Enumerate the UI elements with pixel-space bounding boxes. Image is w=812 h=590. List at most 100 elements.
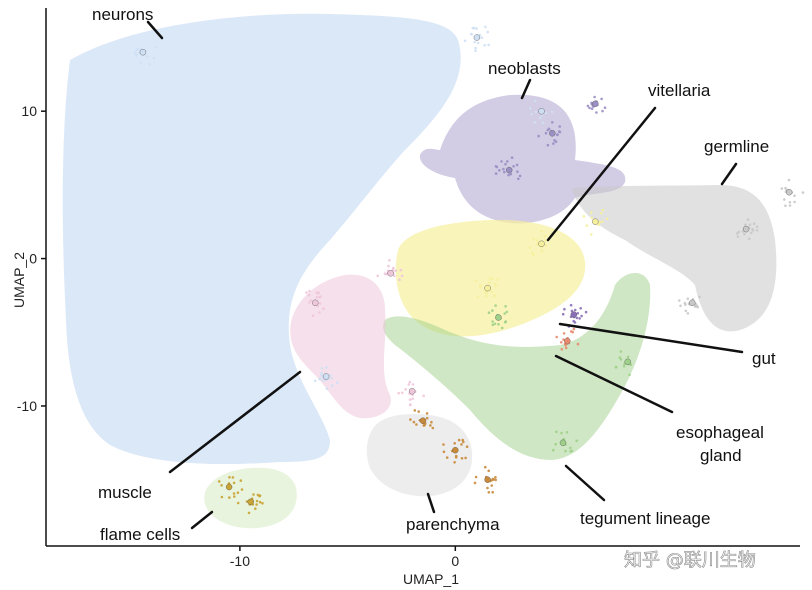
callout-lines [146,20,744,530]
cell-point-parenchyma [486,486,489,490]
cell-point-muscle [394,269,398,273]
data-point-germline [742,225,750,233]
cell-point-parenchyma [445,456,449,459]
cell-point-germline [744,223,747,226]
cell-point-neurons [330,376,333,380]
cell-point-neoblasts [546,128,550,132]
cell-point-vitellaria [543,239,547,242]
cell-point-muscle [318,295,322,299]
cell-point-parenchyma [425,416,429,420]
cell-point-vitellaria [600,220,604,223]
cell-point-germline [784,186,787,190]
cell-point-neurons [473,40,476,44]
cell-point-neurons [530,113,533,116]
cell-point-neoblasts [494,172,498,175]
data-point-gut [570,311,577,318]
cell-point-flame-cells [236,491,240,495]
cell-point-muscle [400,391,404,395]
cell-point-flame-cells [236,501,240,505]
cell-point-neurons [330,384,334,387]
cell-point-muscle [309,299,313,302]
cell-point-gut [579,307,582,310]
cell-point-flame-cells [252,493,255,496]
cell-point-flame-cells [231,476,235,479]
cell-point-germline [801,191,805,194]
cell-point-muscle [392,266,395,270]
data-point-neurons [473,34,481,41]
cell-point-neurons [486,30,490,34]
cell-point-muscle [404,388,408,391]
cell-point-parenchyma [442,443,445,446]
cell-point-muscle [407,383,411,386]
cell-point-neurons [475,27,479,30]
cluster-labels: neurons neoblasts vitellaria germline gu… [92,5,776,544]
cell-point-neurons [134,54,138,58]
callout-neoblasts [520,78,532,100]
cell-point-tegument-lineage [626,355,630,359]
cell-point-parenchyma [457,438,461,442]
callout-vitellaria [546,106,657,242]
callout-esophageal-gland [554,354,674,414]
data-point-vitellaria [592,218,599,225]
data-point-flame-cells [247,498,254,505]
cell-point-muscle [408,380,412,384]
cell-point-muscle [385,272,389,276]
cell-point-germline [784,204,787,207]
cell-point-neoblasts [509,172,513,176]
cell-point-flame-cells [258,500,262,504]
cell-point-tegument-lineage [552,448,555,452]
cell-point-neoblasts [586,104,590,108]
cell-point-flame-cells [239,479,243,482]
cell-point-gut [578,317,581,320]
cell-point-neurons [148,63,151,66]
cell-point-neurons [320,373,323,377]
cell-point-vitellaria [544,244,548,247]
cell-point-gut [576,312,580,315]
cell-point-esophageal-gland [564,346,568,350]
cell-point-neurons [541,121,545,124]
callout-neurons [146,20,164,40]
label-muscle: muscle [98,483,152,502]
cell-point-parenchyma [413,409,417,412]
cell-point-parenchyma [453,442,457,445]
cell-point-parenchyma [460,457,464,460]
cell-point-neurons [544,111,548,115]
cell-point-muscle [318,311,321,314]
cell-point-neurons [480,36,484,39]
cell-point-flame-cells [228,496,231,499]
data-point-vitellaria [538,240,545,248]
data-point-muscle [312,299,319,306]
cell-point-tegument-lineage [491,309,494,312]
data-point-tegument-lineage [559,439,567,446]
cell-point-germline [736,232,739,235]
cell-point-germline [793,194,796,197]
y-tick-label: -10 [17,398,37,414]
cell-point-neurons [135,48,138,51]
cell-point-neurons [487,43,490,47]
cell-point-neurons [325,366,328,369]
label-gland: gland [700,446,742,465]
callout-germline [720,162,738,186]
callout-gut [558,322,744,354]
cell-point-tegument-lineage [569,450,572,453]
cell-point-neurons [550,110,554,113]
cell-point-neoblasts [603,106,607,109]
cell-point-muscle [422,394,426,398]
region-tegument-lineage [383,272,651,460]
cell-point-vitellaria [532,237,535,241]
cell-point-flame-cells [255,503,258,506]
cell-point-muscle [388,259,391,262]
cell-point-flame-cells [232,481,236,485]
cell-point-muscle [308,301,311,304]
cell-point-muscle [307,293,311,297]
cell-point-neoblasts [512,165,515,168]
cell-point-vitellaria [493,282,497,286]
cell-point-vitellaria [494,284,498,288]
cell-point-parenchyma [487,491,491,494]
cell-point-germline [746,218,750,221]
cell-point-esophageal-gland [572,327,576,331]
cell-point-tegument-lineage [504,320,508,323]
cell-point-vitellaria [585,224,589,227]
